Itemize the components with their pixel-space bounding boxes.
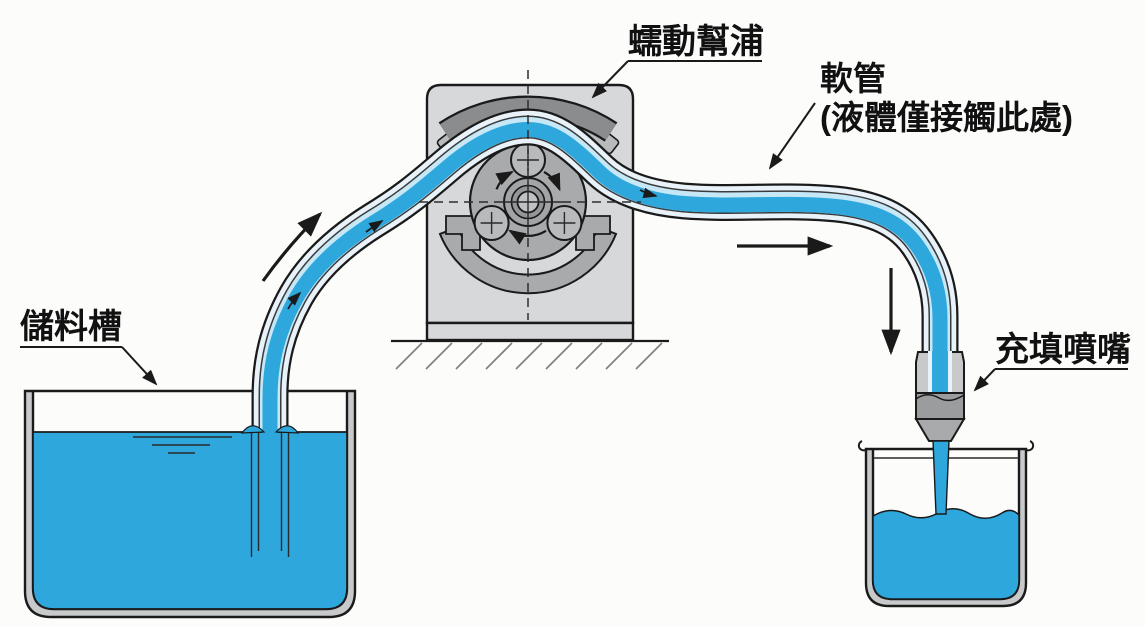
liquid-surface-waves (133, 436, 232, 454)
tube-leader-arrow (768, 102, 816, 170)
suction-tube-in-liquid (240, 425, 300, 557)
reservoir-leader-arrow (121, 346, 158, 386)
nozzle-label: 充填噴嘴 (995, 331, 1131, 369)
meniscus-right (274, 425, 300, 434)
tank-liquid (32, 431, 348, 610)
flow-arrow-tube-mid (365, 220, 384, 233)
flow-arrow-tube-lower (287, 291, 302, 310)
ground-hatching (395, 342, 663, 370)
liquid-stream (932, 440, 950, 515)
rotor-roller-right (546, 205, 583, 241)
filling-nozzle (914, 351, 966, 442)
meniscus-left (240, 425, 266, 434)
tube-label-line1: 軟管 (820, 60, 886, 97)
label-tube: 軟管 (液體僅接觸此處) (768, 60, 1073, 170)
label-nozzle: 充填噴嘴 (973, 331, 1131, 392)
big-arrow-up-diagonal (261, 211, 323, 282)
stator-arc-bottom (438, 225, 618, 295)
rotor-rotation-arrow-bottom (508, 229, 547, 245)
nozzle-leader-arrow (973, 368, 996, 392)
nozzle-band (915, 392, 965, 420)
nozzle-tube-liquid (932, 351, 948, 393)
nozzle-cone (914, 418, 966, 442)
reservoir-tank (23, 389, 357, 619)
pump-base (425, 321, 635, 342)
rotor-hub (494, 168, 562, 236)
nozzle-band-wave (915, 394, 965, 402)
rotor-rotation-arrow-right (543, 171, 561, 192)
tube-label-line2: (液體僅接觸此處) (820, 99, 1073, 136)
rotor-rotation-arrow-left (495, 170, 514, 190)
pump-label: 蠕動幫浦 (628, 23, 764, 61)
pump-leader-arrow (591, 60, 629, 99)
beaker-liquid (872, 508, 1020, 600)
label-pump: 蠕動幫浦 (591, 23, 764, 99)
pump-centerlines (419, 70, 641, 320)
beaker (857, 440, 1035, 608)
beaker-lip-left (857, 440, 867, 452)
rotor-roller-left (473, 205, 510, 241)
beaker-lip-right (1025, 440, 1035, 452)
flow-arrow-tube-outlet (639, 187, 658, 199)
reservoir-label: 儲料槽 (20, 308, 122, 346)
label-reservoir: 儲料槽 (20, 308, 158, 386)
flow-arrows (261, 187, 901, 356)
